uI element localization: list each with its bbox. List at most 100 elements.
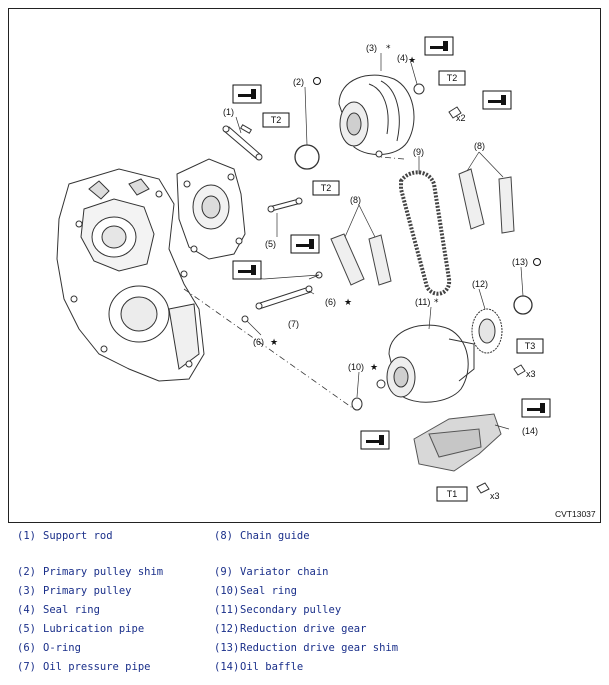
- support-rod: [222, 124, 263, 161]
- callout-label: (10): [348, 362, 364, 372]
- legend-item: (14)Oil baffle: [214, 661, 303, 673]
- torque-wrench-icon: [232, 84, 262, 104]
- bolts: [448, 106, 526, 494]
- legend-number: (1): [17, 530, 36, 542]
- torque-box-t3: T3: [516, 338, 544, 354]
- legend-text: Primary pulley shim: [43, 566, 164, 578]
- legend-text: Reduction drive gear shim: [240, 642, 399, 654]
- legend-number: (2): [17, 566, 36, 578]
- svg-text:T3: T3: [525, 341, 536, 351]
- legend-text: Primary pulley: [43, 585, 132, 597]
- callout-label: (9): [413, 147, 424, 157]
- svg-text:★: ★: [344, 298, 352, 308]
- chain-guide-right: [458, 168, 515, 234]
- variator-chain: [399, 170, 452, 296]
- oil-pressure-pipe: [255, 285, 313, 310]
- legend-item: (9)Variator chain: [214, 566, 329, 578]
- callout-label: (5): [265, 239, 276, 249]
- legend-item: (1) Support rod: [17, 530, 113, 542]
- legend-item: (5) Lubrication pipe: [17, 623, 144, 635]
- quantity-label: x3: [490, 491, 500, 501]
- seal-ring-10: [351, 397, 363, 411]
- oil-baffle: [413, 413, 502, 472]
- legend-number: (7): [17, 661, 36, 673]
- callout-label: (6): [325, 297, 336, 307]
- svg-text:*: *: [434, 298, 439, 308]
- legend-item: (8)Chain guide: [214, 530, 310, 542]
- legend-item: (13)Reduction drive gear shim: [214, 642, 398, 654]
- legend-text: Seal ring: [43, 604, 100, 616]
- svg-text:★: ★: [270, 338, 278, 348]
- legend-item: (11)Secondary pulley: [214, 604, 341, 616]
- callout-label: (1): [223, 107, 234, 117]
- primary-pulley: [338, 74, 415, 158]
- svg-text:T2: T2: [271, 115, 282, 125]
- legend-text: Support rod: [43, 530, 113, 542]
- reduction-drive-gear-shim: [513, 295, 533, 315]
- legend-number: (12): [214, 623, 240, 635]
- primary-pulley-shim: [294, 144, 320, 170]
- legend-text: Secondary pulley: [240, 604, 342, 616]
- leader-lines: [235, 53, 524, 430]
- legend-item: (12)Reduction drive gear: [214, 623, 366, 635]
- svg-text:*: *: [386, 44, 391, 54]
- callout-label: (14): [522, 426, 538, 436]
- legend-item: (3) Primary pulley: [17, 585, 132, 597]
- chain-guide-left: [330, 233, 392, 286]
- torque-box-t2: T2: [312, 180, 340, 196]
- transmission-case: [56, 168, 205, 382]
- torque-wrench-icon: [232, 260, 262, 280]
- legend-number: (4): [17, 604, 36, 616]
- legend-item: (6) O-ring: [17, 642, 81, 654]
- figure-code: CVT13037: [555, 509, 596, 519]
- secondary-pulley: [376, 324, 475, 403]
- callout-label: (2): [293, 77, 304, 87]
- torque-wrench-icon: [482, 90, 512, 110]
- svg-text:★: ★: [370, 363, 378, 373]
- lubrication-pipe: [267, 197, 303, 213]
- legend-number: (14): [214, 661, 240, 673]
- callout-label: (8): [350, 195, 361, 205]
- legend-text: Chain guide: [240, 530, 310, 542]
- reduction-drive-gear: [471, 308, 503, 354]
- torque-box-t2: T2: [262, 112, 290, 128]
- callout-label: (8): [474, 141, 485, 151]
- svg-text:T2: T2: [321, 183, 332, 193]
- legend-number: (10): [214, 585, 240, 597]
- callout-label: (4): [397, 53, 408, 63]
- legend-item: (7) Oil pressure pipe: [17, 661, 150, 673]
- torque-box-t1: T1: [436, 486, 468, 502]
- legend-text: Lubrication pipe: [43, 623, 145, 635]
- legend-item: (10)Seal ring: [214, 585, 297, 597]
- legend-text: O-ring: [43, 642, 81, 654]
- legend-number: (6): [17, 642, 36, 654]
- exploded-parts-diagram: T2 T2 T2 T3 T1 x2 x3 x3 (1) (2) (3) (4) …: [8, 8, 601, 523]
- quantity-label: x3: [526, 369, 536, 379]
- legend-number: (11): [214, 604, 240, 616]
- callout-label: (7): [288, 319, 299, 329]
- legend-number: (3): [17, 585, 36, 597]
- torque-wrench-icon: [424, 36, 454, 56]
- legend-text: Reduction drive gear: [240, 623, 367, 635]
- legend-text: Oil pressure pipe: [43, 661, 151, 673]
- quantity-label: x2: [456, 113, 466, 123]
- callout-label: (11): [415, 297, 430, 307]
- torque-box-t2: T2: [438, 70, 466, 86]
- legend-item: (2) Primary pulley shim: [17, 566, 163, 578]
- torque-wrench-icon: [290, 234, 320, 254]
- alignment-lines: [183, 156, 405, 410]
- legend-number: (5): [17, 623, 36, 635]
- seal-ring-4: [413, 83, 425, 95]
- svg-text:T1: T1: [447, 489, 458, 499]
- callout-label: (6): [253, 337, 264, 347]
- callout-label: (13): [512, 257, 528, 267]
- legend-text: Seal ring: [240, 585, 297, 597]
- torque-wrench-icon: [521, 398, 551, 418]
- case-cover: [176, 158, 246, 260]
- legend-number: (9): [214, 566, 233, 578]
- legend-number: (13): [214, 642, 240, 654]
- legend-text: Oil baffle: [240, 661, 304, 673]
- o-ring-6a: [241, 315, 249, 323]
- shim-marker-icon: [313, 77, 541, 266]
- callout-label: (12): [472, 279, 488, 289]
